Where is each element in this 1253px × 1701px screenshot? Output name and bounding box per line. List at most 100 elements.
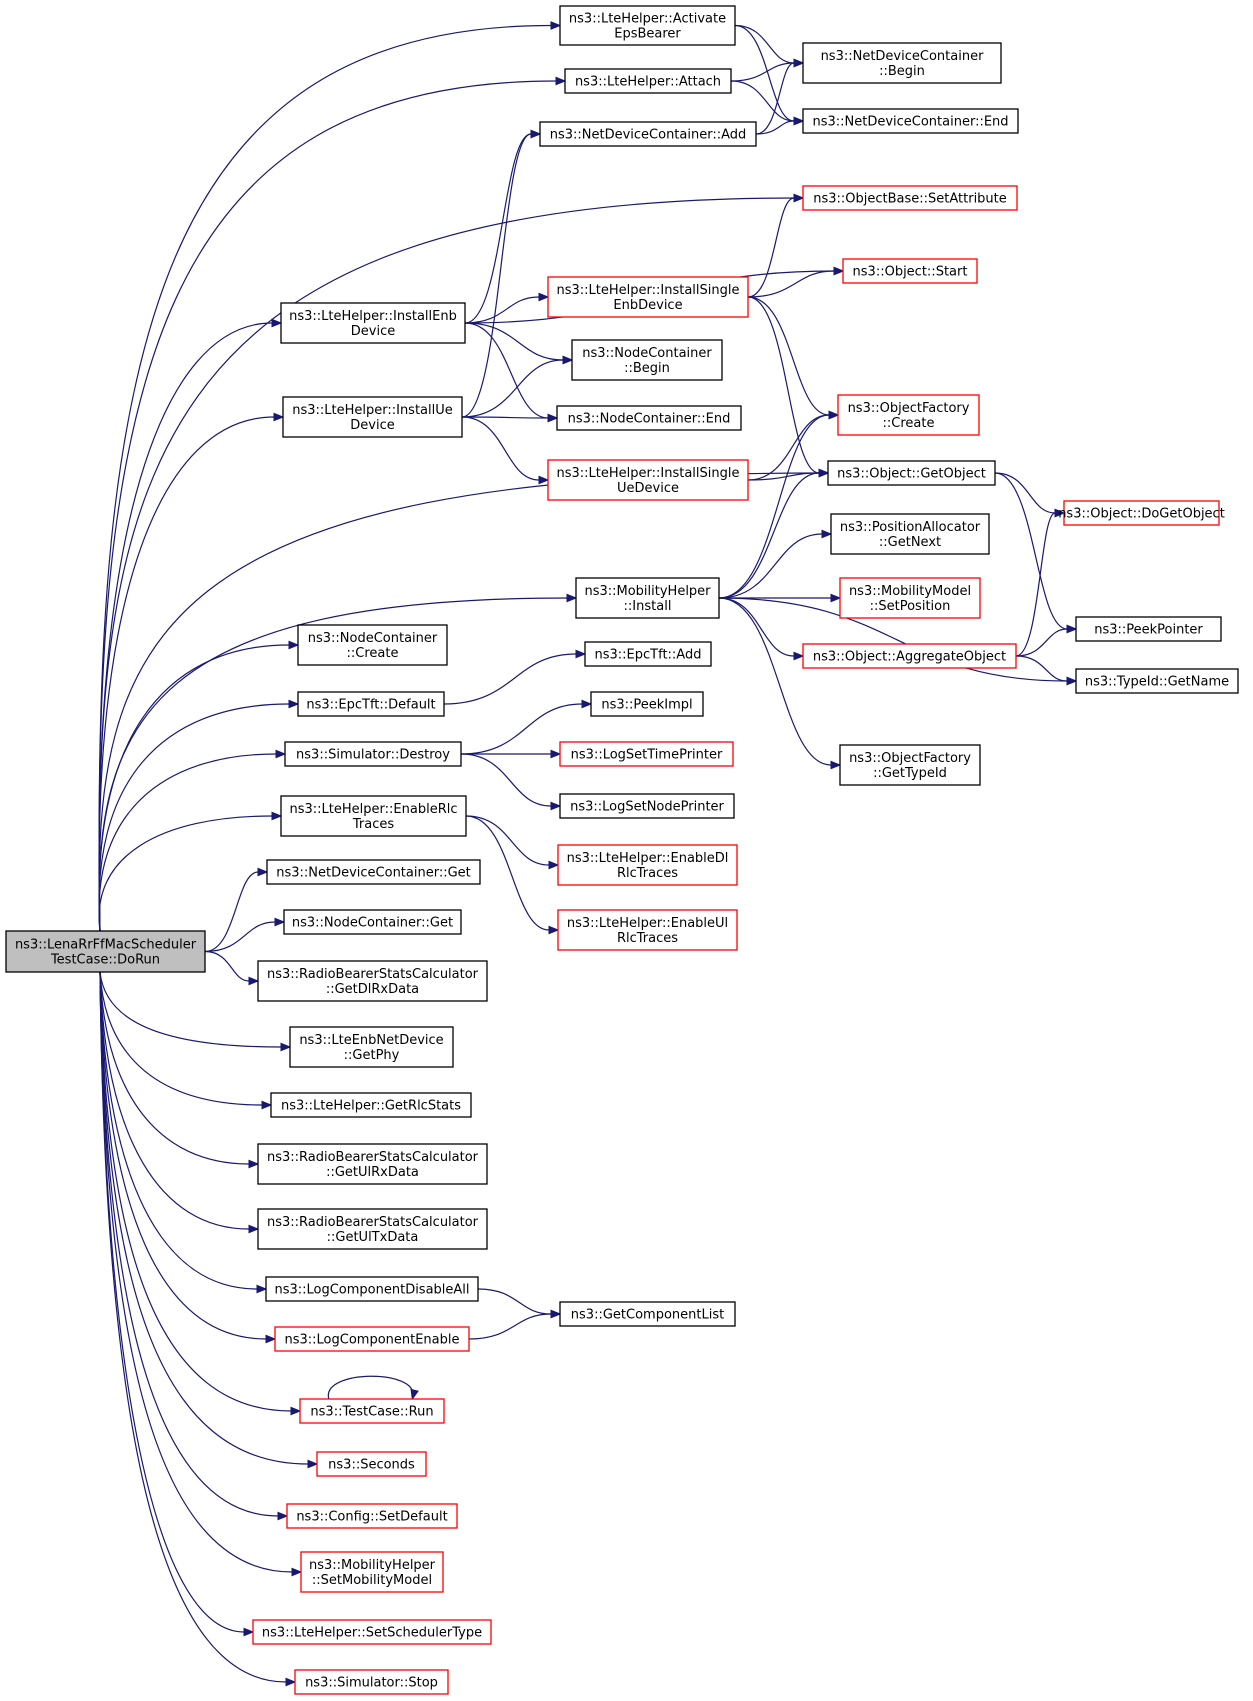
node-nc-get[interactable]: ns3::NodeContainer::Get [283, 909, 462, 935]
edge-epc-default-to-epc-add [443, 649, 587, 705]
node-get-comp-list[interactable]: ns3::GetComponentList [559, 1301, 736, 1327]
node-label: ns3::Object::Start [853, 265, 968, 280]
node-box [559, 793, 735, 819]
node-enb-get-phy[interactable]: ns3::LteEnbNetDevice::GetPhy [289, 1026, 454, 1068]
node-label: ::GetUlRxData [326, 1165, 419, 1180]
node-attach[interactable]: ns3::LteHelper::Attach [564, 68, 732, 94]
node-nc-create[interactable]: ns3::NodeContainer::Create [297, 624, 448, 666]
node-label: ns3::NodeContainer::End [568, 412, 731, 427]
node-box [839, 744, 981, 786]
node-log-disable-all[interactable]: ns3::LogComponentDisableAll [265, 1276, 479, 1302]
node-box [547, 276, 749, 318]
node-label: ns3::Object::AggregateObject [813, 650, 1006, 665]
node-box [252, 1619, 492, 1645]
node-test-run[interactable]: ns3::TestCase::Run [299, 1398, 445, 1424]
node-type-id-get-name[interactable]: ns3::TypeId::GetName [1075, 668, 1239, 694]
node-box [299, 1398, 445, 1424]
node-log-enable[interactable]: ns3::LogComponentEnable [274, 1326, 470, 1352]
edge-test-run-to-test-run [328, 1375, 419, 1401]
node-sim-stop[interactable]: ns3::Simulator::Stop [294, 1669, 449, 1695]
node-box [559, 741, 734, 767]
node-nc-begin[interactable]: ns3::NodeContainer::Begin [571, 339, 723, 381]
node-set-mobility-model[interactable]: ns3::MobilityHelper::SetMobilityModel [300, 1551, 444, 1593]
node-label: ns3::TestCase::Run [310, 1405, 433, 1420]
node-label: ns3::MobilityHelper [309, 1558, 436, 1573]
node-box [837, 394, 980, 436]
node-label: ns3::LteHelper::EnableRlc [290, 802, 458, 817]
node-epc-add[interactable]: ns3::EpcTft::Add [584, 641, 712, 667]
edge-install-enb-to-nc-end [464, 322, 559, 423]
edge-mh-install-to-of-create [718, 410, 840, 599]
node-epc-default[interactable]: ns3::EpcTft::Default [297, 691, 445, 717]
node-of-get-type-id[interactable]: ns3::ObjectFactory::GetTypeId [839, 744, 981, 786]
edge-mh-install-to-pa-get-next [718, 529, 833, 599]
node-label: ns3::ObjectFactory [848, 401, 970, 416]
node-ndc-begin[interactable]: ns3::NetDeviceContainer::Begin [802, 42, 1002, 84]
node-box [802, 643, 1017, 669]
node-label: ns3::Simulator::Destroy [296, 748, 450, 763]
node-rb-get-dl-rx[interactable]: ns3::RadioBearerStatsCalculator::GetDlRx… [257, 960, 488, 1002]
edge-install-enb-to-ndc-add [464, 129, 542, 324]
node-label: ::Begin [879, 64, 925, 79]
node-label: ::Install [624, 599, 672, 614]
edge-enable-rlc-to-enable-ul-rlc [465, 815, 560, 935]
node-box [802, 108, 1019, 134]
node-set-sched-type[interactable]: ns3::LteHelper::SetSchedulerType [252, 1619, 492, 1645]
node-label: ns3::EpcTft::Add [595, 648, 702, 663]
node-label: ns3::MobilityHelper [584, 584, 711, 599]
edge-log-disable-all-to-get-comp-list [477, 1288, 562, 1319]
node-set-attr[interactable]: ns3::ObjectBase::SetAttribute [802, 185, 1018, 211]
node-label: ns3::TypeId::GetName [1085, 675, 1229, 690]
node-box [257, 960, 488, 1002]
node-box [5, 930, 206, 973]
node-sim-destroy[interactable]: ns3::Simulator::Destroy [284, 741, 462, 767]
node-box [839, 577, 981, 619]
node-label: ::GetDlRxData [326, 982, 419, 997]
edge-root-to-get-rlc-stats [99, 971, 273, 1110]
node-do-get-object[interactable]: ns3::Object::DoGetObject [1058, 500, 1225, 526]
node-box [557, 844, 738, 886]
node-box [297, 624, 448, 666]
node-ndc-add[interactable]: ns3::NetDeviceContainer::Add [539, 121, 757, 147]
edges-layer [98, 21, 1078, 1687]
node-peek-impl[interactable]: ns3::PeekImpl [590, 691, 704, 717]
node-nc-end[interactable]: ns3::NodeContainer::End [556, 405, 742, 431]
node-log-time-printer[interactable]: ns3::LogSetTimePrinter [559, 741, 734, 767]
node-mm-set-pos[interactable]: ns3::MobilityModel::SetPosition [839, 577, 981, 619]
node-label: ns3::PositionAllocator [840, 520, 981, 535]
node-obj-start[interactable]: ns3::Object::Start [842, 258, 978, 284]
edge-agg-obj-to-type-id-get-name [1015, 655, 1078, 686]
edge-get-object-to-do-get-object [994, 472, 1066, 518]
node-label: ns3::NetDeviceContainer::End [812, 115, 1008, 130]
edge-install-single-enb-to-obj-start [747, 266, 845, 298]
node-rb-get-ul-tx[interactable]: ns3::RadioBearerStatsCalculator::GetUlTx… [257, 1208, 488, 1250]
node-mh-install[interactable]: ns3::MobilityHelper::Install [575, 577, 720, 619]
node-ndc-end[interactable]: ns3::NetDeviceContainer::End [802, 108, 1019, 134]
node-label: ns3::Seconds [328, 1458, 415, 1473]
edge-root-to-enb-get-phy [99, 971, 292, 1052]
node-box [1075, 616, 1222, 642]
node-get-object[interactable]: ns3::Object::GetObject [827, 460, 996, 486]
node-rb-get-ul-rx[interactable]: ns3::RadioBearerStatsCalculator::GetUlRx… [257, 1143, 488, 1185]
edge-mh-install-to-of-get-type-id [718, 597, 842, 770]
node-of-create[interactable]: ns3::ObjectFactory::Create [837, 394, 980, 436]
node-label: ns3::LteHelper::InstallSingle [557, 283, 740, 298]
node-pa-get-next[interactable]: ns3::PositionAllocator::GetNext [830, 513, 990, 555]
node-log-node-printer[interactable]: ns3::LogSetNodePrinter [559, 793, 735, 819]
node-label: ns3::LteHelper::Activate [569, 12, 726, 27]
node-seconds[interactable]: ns3::Seconds [316, 1451, 427, 1477]
node-get-rlc-stats[interactable]: ns3::LteHelper::GetRlcStats [270, 1092, 472, 1118]
node-agg-obj[interactable]: ns3::Object::AggregateObject [802, 643, 1017, 669]
node-ndc-get[interactable]: ns3::NetDeviceContainer::Get [266, 859, 481, 885]
node-peek-pointer[interactable]: ns3::PeekPointer [1075, 616, 1222, 642]
node-config-set-default[interactable]: ns3::Config::SetDefault [286, 1503, 458, 1529]
